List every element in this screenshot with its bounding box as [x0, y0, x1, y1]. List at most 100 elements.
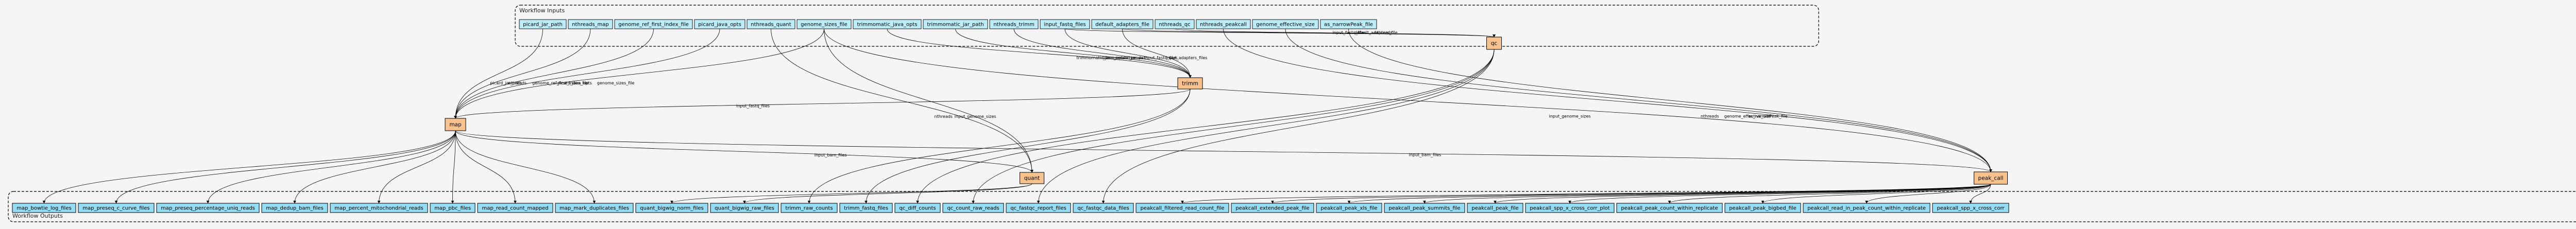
edge-genome-sizes-file-to-peak-call-line	[824, 28, 1992, 172]
output-map-dedup-bam-files-label: map_dedup_bam_files	[266, 206, 323, 212]
edge-default-adapters-file-to-trimm-line	[1122, 28, 1192, 78]
edge-map-to-peak-call-line	[455, 130, 1992, 172]
edge-nthreads-qc-to-qc-label: nthreads	[1374, 30, 1392, 35]
edge-as-narrowpeak-file-to-peak-call: as_narrowPeak_file	[1348, 28, 1992, 172]
output-qc-fastqc-report-files-box	[1006, 203, 1071, 213]
input-nthreads-map-label: nthreads_map	[572, 22, 609, 28]
input-genome-ref-first-index-file-label: genome_ref_first_index_file	[618, 22, 689, 28]
edge-nthreads-quant-to-quant: nthreads	[771, 28, 1033, 173]
output-map-bowtie-log-files-label: map_bowtie_log_files	[16, 206, 71, 212]
input-genome-effective-size: genome_effective_size	[1252, 19, 1319, 29]
edge-picard-java-opts-to-map-label: picard_java_opts	[557, 81, 592, 85]
input-nthreads-quant-box	[747, 19, 795, 29]
edge-map-to-map-dedup-bam-files-line	[293, 130, 456, 204]
task-quant: quant	[1020, 172, 1044, 184]
output-peakcall-read-in-peak-count-within-replicate-box	[1803, 203, 1930, 213]
input-trimmomatic-jar-path: trimmomatic_jar_path	[923, 19, 988, 29]
output-peakcall-peak-summits-file-box	[1384, 203, 1465, 213]
edge-peak-call-to-peakcall-spp-x-cross-corr-plot	[1568, 184, 1991, 204]
output-quant-bigwig-raw-files-box	[710, 203, 779, 213]
edge-nthreads-map-to-map-label: nthreads	[509, 81, 527, 85]
edge-qc-to-qc-count-raw-reads	[972, 49, 1495, 204]
input-trimmomatic-java-opts-label: trimmomatic_java_opts	[857, 22, 917, 28]
input-nthreads-map: nthreads_map	[568, 19, 613, 29]
output-qc-fastqc-report-files: qc_fastqc_report_files	[1006, 203, 1071, 213]
output-map-pbc-files: map_pbc_files	[430, 203, 476, 213]
output-trimm-raw-counts-label: trimm_raw_counts	[785, 206, 833, 212]
input-picard-java-opts-label: picard_java_opts	[698, 22, 741, 28]
input-as-narrowpeak-file-box	[1320, 19, 1377, 29]
output-peakcall-spp-x-cross-corr-plot-label: peakcall_spp_x_cross_corr_plot	[1530, 206, 1609, 212]
input-picard-java-opts-box	[694, 19, 745, 29]
edge-quant-to-quant-bigwig-norm-files-line	[670, 183, 1032, 204]
task-peak-call-label: peak_call	[1978, 175, 2004, 182]
edge-input-fastq-files-to-trimm-label: input_fastq_files	[1144, 56, 1178, 60]
output-quant-bigwig-norm-files: quant_bigwig_norm_files	[635, 203, 708, 213]
input-genome-sizes-file-label: genome_sizes_file	[801, 22, 848, 28]
task-qc-box	[1486, 37, 1502, 50]
output-map-preseq-percentage-uniq-reads-label: map_preseq_percentage_uniq_reads	[161, 206, 255, 212]
output-peakcall-read-in-peak-count-within-replicate: peakcall_read_in_peak_count_within_repli…	[1803, 203, 1930, 213]
output-qc-diff-counts-label: qc_diff_counts	[899, 206, 936, 212]
edge-peak-call-to-peakcall-extended-peak-file-line	[1271, 184, 1991, 204]
output-quant-bigwig-norm-files-label: quant_bigwig_norm_files	[640, 206, 703, 212]
edge-map-to-peak-call: input_bam_files	[455, 130, 1992, 172]
output-map-percent-mitochondrial-reads-box	[330, 203, 428, 213]
clusters-layer: Workflow Inputs Workflow Outputs	[8, 5, 2576, 222]
input-genome-sizes-file-box	[796, 19, 852, 29]
edge-map-to-map-bowtie-log-files-line	[42, 130, 456, 204]
output-map-mark-duplicates-files-label: map_mark_duplicates_files	[560, 206, 629, 212]
output-peakcall-peak-bigbed-file-label: peakcall_peak_bigbed_file	[1729, 206, 1797, 212]
input-nthreads-quant: nthreads_quant	[747, 19, 795, 29]
edge-peak-call-to-peakcall-spp-x-cross-corr-plot-line	[1568, 184, 1991, 204]
task-map-label: map	[449, 122, 462, 128]
edge-input-fastq-files-to-qc-line	[1064, 28, 1496, 38]
edge-qc-to-qc-fastqc-report-files-line	[1037, 49, 1495, 204]
output-peakcall-read-in-peak-count-within-replicate-label: peakcall_read_in_peak_count_within_repli…	[1807, 206, 1926, 212]
output-peakcall-peak-file: peakcall_peak_file	[1467, 203, 1523, 213]
edge-genome-ref-first-index-file-to-map: genome_ref_first_index_file	[454, 28, 654, 119]
edge-trimm-to-trimm-raw-counts-line	[807, 89, 1191, 204]
output-quant-bigwig-raw-files: quant_bigwig_raw_files	[710, 203, 779, 213]
input-trimmomatic-jar-path-label: trimmomatic_jar_path	[927, 22, 984, 28]
output-peakcall-peak-xls-file-label: peakcall_peak_xls_file	[1320, 206, 1377, 212]
input-nthreads-qc: nthreads_qc	[1155, 19, 1195, 29]
output-peakcall-peak-summits-file-label: peakcall_peak_summits_file	[1388, 206, 1460, 212]
edge-map-to-map-mark-duplicates-files	[455, 130, 596, 204]
edge-peak-call-to-peakcall-peak-bigbed-file-line	[1761, 184, 1991, 204]
edge-trimm-to-map: input_fastq_files	[454, 89, 1191, 119]
input-nthreads-peakcall-box	[1196, 19, 1251, 29]
input-nthreads-qc-label: nthreads_qc	[1159, 22, 1190, 28]
edge-map-to-quant: input_bam_files	[455, 130, 1033, 173]
input-picard-java-opts: picard_java_opts	[694, 19, 745, 29]
edge-default-adapters-file-to-trimm-label: input_adapters_files	[1166, 56, 1207, 60]
edge-map-to-map-preseq-c-curve-files-line	[114, 130, 456, 204]
edge-picard-jar-path-to-map: picard_jar_path	[454, 28, 543, 119]
input-genome-ref-first-index-file: genome_ref_first_index_file	[614, 19, 693, 29]
edge-trimmomatic-java-opts-to-trimm-line	[887, 28, 1192, 78]
edge-trimm-to-map-line	[454, 89, 1191, 119]
input-trimmomatic-java-opts: trimmomatic_java_opts	[853, 19, 922, 29]
edge-peak-call-to-peakcall-peak-count-within-replicate-line	[1668, 184, 1991, 204]
task-quant-box	[1020, 172, 1044, 184]
edge-peak-call-to-peakcall-peak-xls-file-line	[1348, 184, 1991, 204]
input-trimmomatic-jar-path-box	[923, 19, 988, 29]
edge-nthreads-qc-to-qc-line	[1174, 28, 1496, 38]
input-nthreads-quant-label: nthreads_quant	[751, 22, 791, 28]
output-map-read-count-mapped-label: map_read_count_mapped	[482, 206, 548, 212]
output-peakcall-extended-peak-file-box	[1231, 203, 1314, 213]
edge-map-to-map-dedup-bam-files	[293, 130, 456, 204]
edge-nthreads-map-to-map-line	[454, 28, 591, 119]
edge-map-to-map-preseq-c-curve-files	[114, 130, 456, 204]
input-nthreads-trimm: nthreads_trimm	[989, 19, 1039, 29]
edge-peak-call-to-peakcall-peak-file	[1494, 184, 1991, 204]
output-qc-fastqc-data-files: qc_fastqc_data_files	[1073, 203, 1134, 213]
edge-input-fastq-files-to-trimm-line	[1064, 28, 1192, 78]
edge-genome-effective-size-to-peak-call: genome_effective_size	[1285, 28, 1992, 172]
edge-genome-sizes-file-to-peak-call: input_genome_sizes	[824, 28, 1992, 172]
output-map-bowtie-log-files: map_bowtie_log_files	[12, 203, 76, 213]
edge-genome-sizes-file-to-map-line	[454, 28, 824, 119]
